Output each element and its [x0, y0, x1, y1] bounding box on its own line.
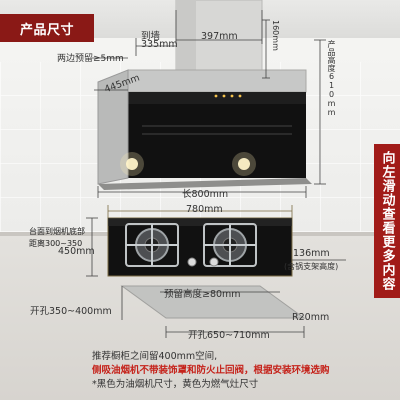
knob-left	[187, 257, 197, 267]
hood-lamp-left-glow	[120, 152, 144, 176]
hood-control-light	[214, 94, 218, 98]
hood-lamp-right-glow	[232, 152, 256, 176]
hood-duct-height-label: 160mm	[271, 20, 280, 51]
cooktop-depth-label: 450mm	[58, 246, 95, 257]
hood-depth-label: 335mm	[141, 39, 178, 50]
hood-control-light-3	[230, 94, 234, 98]
note-line-2: 侧吸油烟机不带装饰罩和防火止回阀，根据安装环境选购	[92, 365, 330, 376]
hood-glass-panel	[128, 92, 306, 178]
hood-lamp-left	[126, 158, 138, 170]
hood-chimney-shadow	[176, 0, 196, 70]
section-title-badge: 产品尺寸	[0, 14, 94, 42]
swipe-left-text: 向左滑动查看更多内容	[379, 151, 395, 291]
hood-control-light-4	[238, 94, 242, 98]
hood-glass-highlight	[128, 92, 306, 104]
hood-control-light-2	[222, 94, 226, 98]
distance-label-line1: 台面到烟机底部	[29, 227, 85, 236]
cutout-bottom-range-label: 开孔650~710mm	[188, 330, 270, 341]
cutout-reserve-height-label: 预留高度≥80mm	[164, 289, 241, 300]
installation-notes: 推荐橱柜之间留400mm空间, 侧吸油烟机不带装饰罩和防火止回阀，根据安装环境选…	[92, 350, 380, 394]
hood-lamp-right	[238, 158, 250, 170]
note-line-1: 推荐橱柜之间留400mm空间,	[92, 351, 218, 362]
hood-gap-label: 到墙	[141, 31, 161, 42]
hood-length-label: 长800mm	[182, 189, 229, 200]
hood-top-width-label: 397mm	[201, 31, 238, 42]
section-title: 产品尺寸	[19, 22, 74, 38]
distance-label-line2: 距离300~350	[29, 239, 83, 248]
cutout-left-range-label: 开孔350~400mm	[30, 306, 112, 317]
hood-bottom-tray	[98, 178, 312, 190]
cooktop-height-note: (含锅支架高度)	[284, 262, 339, 271]
counter-cutout-plate	[120, 285, 306, 319]
hood-side-panel	[97, 69, 129, 185]
cutout-radius-label: R20mm	[292, 312, 330, 323]
cooktop-width-label: 780mm	[186, 204, 223, 215]
cooktop-height-label: 136mm	[293, 248, 330, 259]
swipe-left-banner[interactable]: 向左滑动查看更多内容	[374, 144, 400, 298]
note-line-3: *黑色为油烟机尺寸，黄色为燃气灶尺寸	[92, 379, 259, 390]
hood-product-height-label: 产品高度610mm	[327, 40, 336, 117]
knob-right	[209, 257, 219, 267]
hood-side-gap-label: 两边预留≥5mm	[57, 54, 124, 64]
